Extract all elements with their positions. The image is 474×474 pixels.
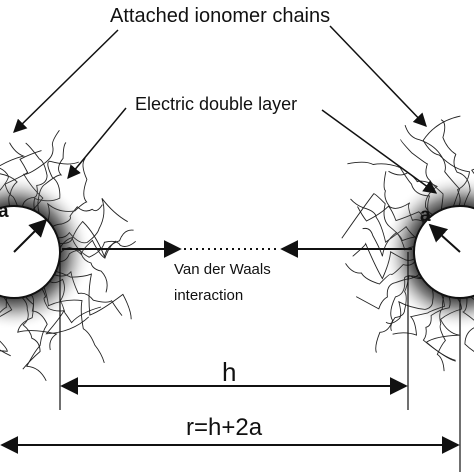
radius-arrow-left (13, 218, 48, 253)
vdw-label-line1: Van der Waals (174, 261, 271, 278)
double-layer-label: Electric double layer (135, 94, 297, 114)
radius-arrow-right (428, 223, 461, 253)
radius-label-right: a (420, 205, 431, 226)
double-layer-pointer-right (321, 109, 438, 194)
radius-label-left: a (0, 201, 9, 222)
double-layer-pointer-left (67, 107, 127, 180)
chains-pointer-right (329, 25, 427, 127)
chains-pointer-left (13, 29, 119, 133)
vdw-label-line2: interaction (174, 287, 243, 304)
chains-label: Attached ionomer chains (110, 5, 330, 27)
distance-label: r=h+2a (186, 414, 263, 441)
gap-label: h (222, 357, 236, 387)
